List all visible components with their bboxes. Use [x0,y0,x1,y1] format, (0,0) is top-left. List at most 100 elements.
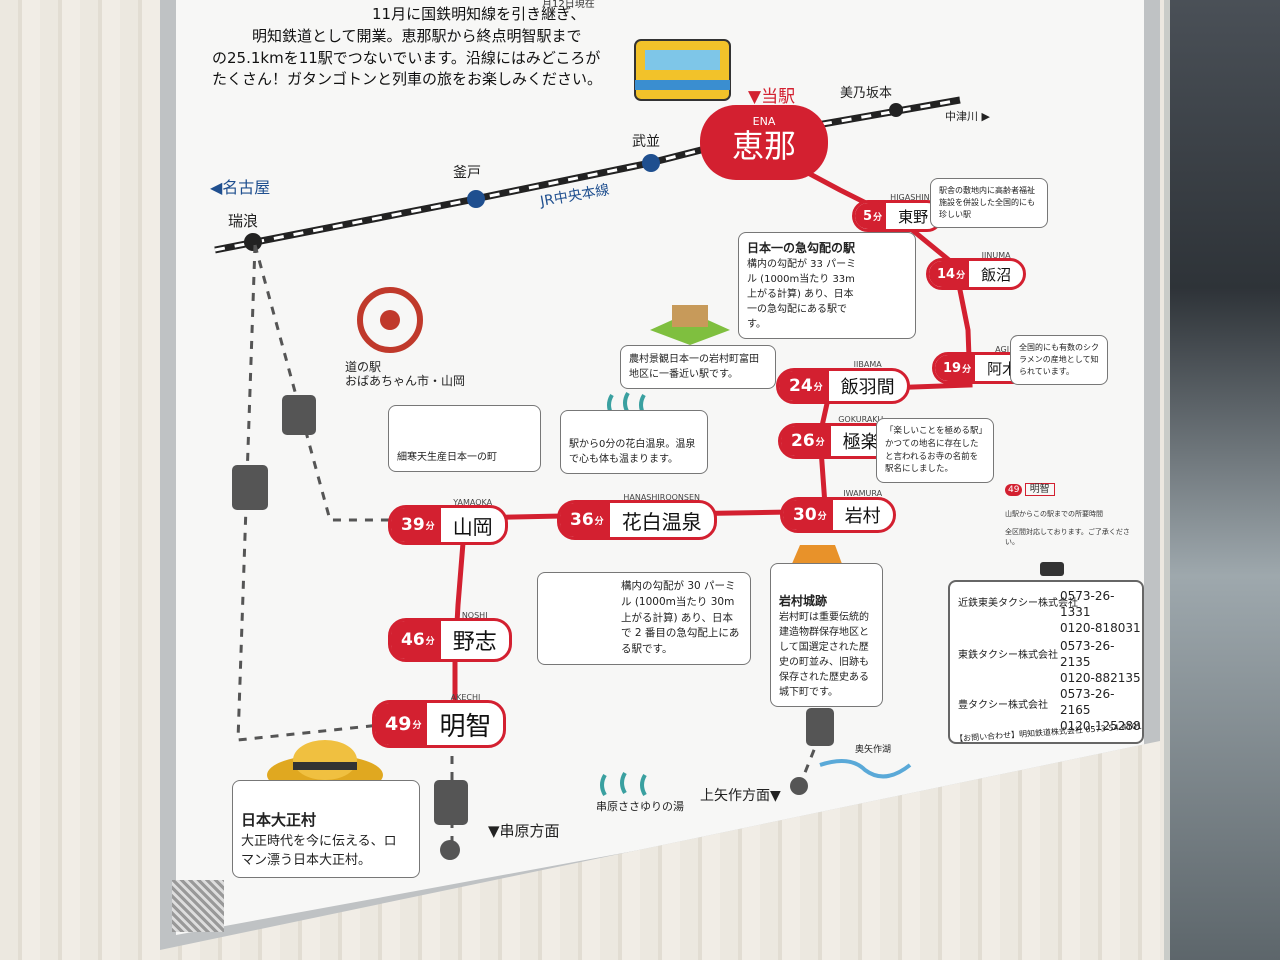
current-station-label: ▼当駅 [748,87,796,107]
box-text: 大正時代を今に伝える、ロマン漂う日本大正村。 [241,833,397,869]
info-box-iwamura: 岩村城跡 岩村町は重要伝統的建造物群保存地区として国選定された歴史の町並み、旧跡… [770,563,883,707]
taxi-company: 東鉄タクシー株式会社 [958,650,1058,661]
info-box-iibama: 農村景観日本一の岩村町富田地区に一番近い駅です。 [620,345,776,389]
legend: 49 明智 山駅からこの駅までの所要時間 全区間対応しております。ご了承ください… [1005,480,1135,547]
info-box-kanten: 細寒天生産日本一の町 [388,405,541,472]
jr-station-dot [642,154,660,172]
station-minutes: 49 [385,713,412,735]
station-name: 飯沼 [981,265,1012,284]
station-ena: ENA 恵那 [700,105,828,180]
station-name: 花白温泉 [621,509,702,534]
legend-minutes: 49 [1005,484,1023,496]
jr-station-mizunami: 瑞浪 [228,212,259,230]
taxi-freedial: 0120-125288 [1060,719,1141,734]
intro-line: たくさん！ガタンゴトンと列車の旅をお楽しみください。 [212,70,603,89]
station-minutes: 14 [937,266,956,282]
station-name: 東野 [898,207,929,226]
bus-icon [434,780,468,825]
info-box-iinuma: 日本一の急勾配の駅 構内の勾配が 33 パーミル (1000m当たり 33m 上… [738,232,916,339]
jr-station-dot [467,190,485,208]
jr-direction-right: 中津川 ▶ [945,110,990,123]
michinoeki-label: 道の駅 おばあちゃん市・山岡 [345,360,466,389]
info-box-noshi: 構内の勾配が 30 パーミル (1000m当たり 30m 上がる計算) あり、日… [537,572,751,665]
station-name: 飯羽間 [840,377,895,398]
sasayuri-onsen-label: 串原ささゆりの湯 [596,800,684,813]
bus-icon [806,708,834,746]
station-name: 恵那 [731,127,796,165]
jr-station-dot [889,103,903,117]
farmhouse-icon [650,312,730,345]
intro-text: 月12日現在 11月に国鉄明知線を引き継ぎ、 明知鉄道として開業。恵那駅から終点… [212,0,632,91]
taxi-company: 豊タクシー株式会社 [958,700,1048,711]
station-minutes: 39 [401,515,425,535]
jr-station-dot [244,233,262,251]
info-box-taisho: 日本大正村 大正時代を今に伝える、ロマン漂う日本大正村。 [232,780,420,878]
station-name: 極楽 [842,432,879,453]
jr-direction-left: ◀名古屋 [210,178,271,197]
station-name: 野志 [452,630,497,655]
bus-route-dash [236,244,381,742]
box-text: 構内の勾配が 33 パーミル (1000m当たり 33m 上がる計算) あり、日… [747,259,857,330]
station-minutes: 24 [789,376,813,396]
jr-station-minosakamoto: 美乃坂本 [840,86,893,101]
intro-line: の25.1kmを11駅でつないでいます。沿線にはみどころが [212,48,601,67]
info-box-gokuraku: 「楽しいことを極める駅」かつての地名に存在したと言われるお寺の名前を駅名にしまし… [876,418,994,483]
station-name: 明智 [439,711,492,742]
intro-line: 11月に国鉄明知線を引き継ぎ、 [372,5,586,23]
station-minutes: 19 [943,360,962,376]
bus-icon [282,395,316,435]
bus-icon [232,465,268,510]
station-minutes: 30 [793,505,817,525]
taxi-phone: 0573-26-2165 [1060,687,1115,718]
intro-line: 明知鉄道として開業。恵那駅から終点明智駅まで [252,26,582,45]
terminal-dot [790,777,808,795]
waterwheel-icon [357,287,423,353]
station-minutes: 46 [401,630,425,650]
direction-kushihara: ▼串原方面 [488,822,560,840]
box-heading: 日本一の急勾配の駅 [747,241,856,255]
info-box-higashino: 駅舎の敷地内に高齢者福祉施設を併設した全国的にも珍しい駅 [930,178,1048,228]
box-heading: 岩村城跡 [779,594,828,608]
station-minutes: 36 [570,510,594,530]
station-roman: ENA [752,115,776,128]
bus-route-dash [253,244,390,522]
lake-icon [819,759,912,779]
jr-station-takenami: 武並 [632,134,660,150]
legend-note: 山駅からこの駅までの所要時間 [1005,510,1103,518]
taxi-freedial: 0120-818031 [1060,621,1141,636]
jr-station-kamado: 釜戸 [453,165,481,181]
train-icon [634,39,731,101]
taxi-freedial: 0120-882135 [1060,671,1141,686]
box-heading: 日本大正村 [241,811,317,829]
farmhouse-icon [672,305,708,327]
legend-note: 全区間対応しております。ご了承ください。 [1005,528,1130,546]
direction-kamiyahagi: 上矢作方面▼ [700,788,781,804]
station-name: 山岡 [452,514,493,539]
station-name: 阿木 [987,359,1018,378]
station-minutes: 26 [791,431,815,451]
station-window [1164,0,1280,960]
box-text: 岩村町は重要伝統的建造物群保存地区として国選定された歴史の町並み、旧跡も保存され… [779,612,869,698]
jr-line [214,96,961,254]
info-box-agi: 全国的にも有数のシクラメンの産地として知られています。 [1010,335,1108,385]
station-minutes: 5 [863,208,873,224]
taxi-company: 近鉄東美タクシー株式会社 [958,598,1078,609]
taxi-icon [1040,562,1064,576]
lake-label: 奥矢作湖 [855,745,892,755]
taxi-panel: 近鉄東美タクシー株式会社 0573-26-1331 0120-818031 東鉄… [948,562,1144,744]
taxi-phone: 0573-26-2135 [1060,639,1115,670]
legend-station: 明智 [1024,483,1055,496]
taxi-phone: 0573-26-1331 [1060,589,1115,620]
date-note: 月12日現在 [542,0,595,10]
qr-code [172,880,224,932]
